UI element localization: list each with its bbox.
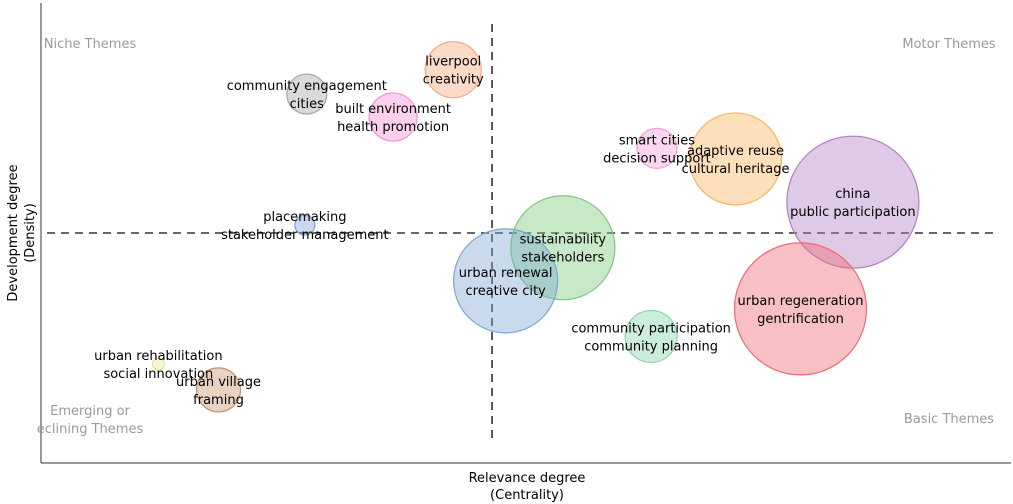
bubble-label: cities — [290, 97, 324, 112]
bubble-label: community planning — [584, 340, 718, 355]
bubble — [510, 195, 616, 301]
bubble-label: china — [835, 187, 870, 202]
bubble-labels-layer: liverpool creativity community engagement c… — [94, 55, 915, 408]
quadrant-label-bottom-left: Emerging or — [50, 404, 130, 419]
quadrant-label-top-right: Motor Themes — [902, 37, 996, 52]
bubble-label: stakeholders — [521, 251, 604, 266]
bubble-label: urban rehabilitation — [94, 349, 223, 364]
quadrant-label-top-left: Niche Themes — [44, 37, 137, 52]
bubble-label: decision support — [603, 151, 711, 166]
y-axis-subtitle: (Density) — [23, 203, 38, 263]
bubble-label: urban renewal — [459, 266, 553, 281]
bubbles-layer — [151, 41, 920, 413]
bubble-label: health promotion — [337, 120, 449, 135]
bubble-label: public participation — [790, 205, 915, 220]
bubble-label: urban village — [176, 375, 261, 390]
bubble-label: social innovation — [103, 367, 213, 382]
bubble-label: adaptive reuse — [687, 144, 784, 159]
bubble — [368, 92, 418, 142]
x-axis-subtitle: (Centrality) — [490, 488, 564, 503]
bubble — [453, 228, 559, 334]
quadrant-label-bottom-right: Basic Themes — [904, 412, 994, 427]
bubble — [294, 214, 316, 236]
bubble-label: framing — [193, 393, 244, 408]
quadrant-label-bottom-left: eclining Themes — [37, 422, 144, 437]
bubble-label: cultural heritage — [682, 162, 790, 177]
bubble — [733, 242, 868, 376]
bubble — [195, 367, 242, 413]
bubble-label: placemaking — [263, 210, 346, 225]
bubble — [624, 309, 678, 364]
bubble-label: community engagement — [227, 79, 387, 94]
bubble — [151, 357, 165, 371]
bubble-label: stakeholder management — [221, 228, 389, 243]
bubble — [688, 112, 783, 206]
bubble-label: creativity — [423, 73, 484, 88]
bubble — [636, 127, 678, 169]
bubble-label: smart cities — [619, 133, 695, 148]
bubble-label: liverpool — [425, 55, 481, 70]
y-axis-title: Development degree — [6, 164, 21, 301]
bubble-label: built environment — [335, 102, 451, 117]
bubble-label: sustainability — [520, 233, 607, 248]
bubble-label: urban regeneration — [738, 294, 864, 309]
bubble-label: creative city — [465, 284, 546, 299]
bubble-label: gentrification — [757, 312, 844, 327]
bubble-label: community participation — [571, 322, 731, 337]
bubble — [286, 73, 328, 115]
bubble — [424, 41, 482, 99]
x-axis-title: Relevance degree — [469, 471, 586, 486]
